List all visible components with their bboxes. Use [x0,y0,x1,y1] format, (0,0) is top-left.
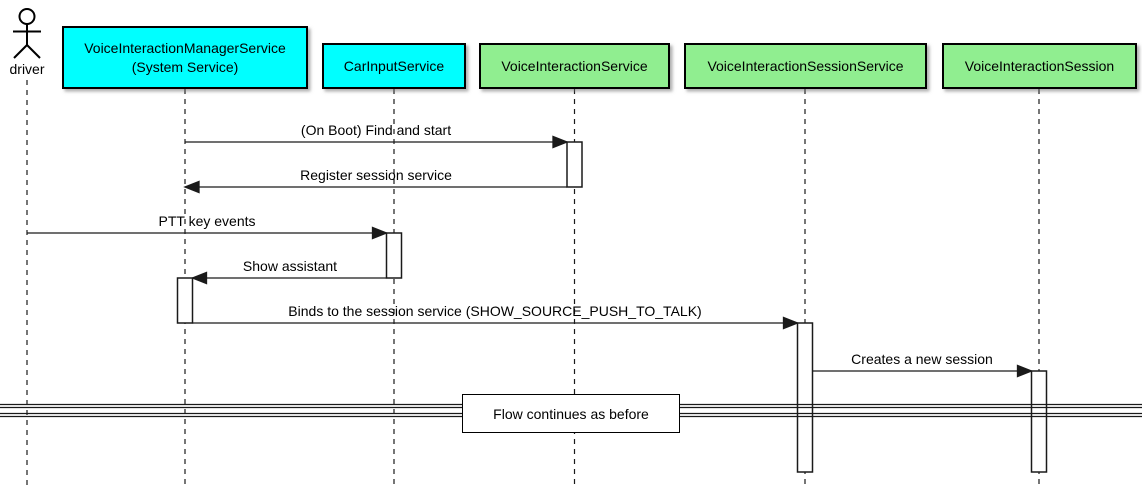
actor-label: driver [9,61,45,77]
actor-left-leg [13,44,28,59]
activation-voiceinteractionsession [1030,370,1048,473]
divider-label-box: Flow continues as before [462,394,680,433]
actor-right-leg [26,44,41,59]
message-label-creates-a-new-session: Creates a new session [851,351,993,367]
actor-head [18,8,36,25]
participant-voiceinteractionservice: VoiceInteractionService [479,43,670,89]
arrowhead-right-icon [782,316,800,330]
participant-label: VoiceInteractionSession [964,57,1115,74]
activation-voiceinteractionservice [566,141,583,188]
actor-figure-icon [13,8,41,59]
participant-label: VoiceInteractionSessionService [707,57,904,74]
participant-voiceinteractionsession: VoiceInteractionSession [942,43,1137,89]
activation-voiceinteractionsessionservice [796,322,814,473]
message-label-binds-to-session-service: Binds to the session service (SHOW_SOURC… [288,303,702,319]
message-label-show-assistant: Show assistant [242,258,338,274]
participant-label: VoiceInteractionService [501,57,648,74]
activation-carinputservice [385,232,403,279]
arrowhead-right-icon [371,226,389,240]
activation-bars [176,141,1048,473]
participant-voiceinteractionsessionservice: VoiceInteractionSessionService [684,43,927,89]
participant-voiceinteractionmanagerservice: VoiceInteractionManagerService (System S… [62,26,308,89]
arrowhead-left-icon [183,180,200,194]
participant-label: VoiceInteractionManagerService [84,40,286,57]
arrowhead-right-icon [1016,364,1034,378]
participant-sublabel: (System Service) [131,58,239,75]
message-label-ptt-key-events: PTT key events [158,213,256,229]
divider-label: Flow continues as before [493,405,649,422]
message-arrows [27,135,1034,378]
participant-label: CarInputService [343,57,445,74]
message-label-on-boot-find-and-start: (On Boot) Find and start [300,122,452,138]
participant-carinputservice: CarInputService [322,43,466,89]
arrowhead-left-icon [190,271,208,285]
activation-voiceinteractionmanagerservice [176,277,194,324]
arrowhead-right-icon [552,135,569,149]
message-label-register-session-service: Register session service [300,167,452,183]
